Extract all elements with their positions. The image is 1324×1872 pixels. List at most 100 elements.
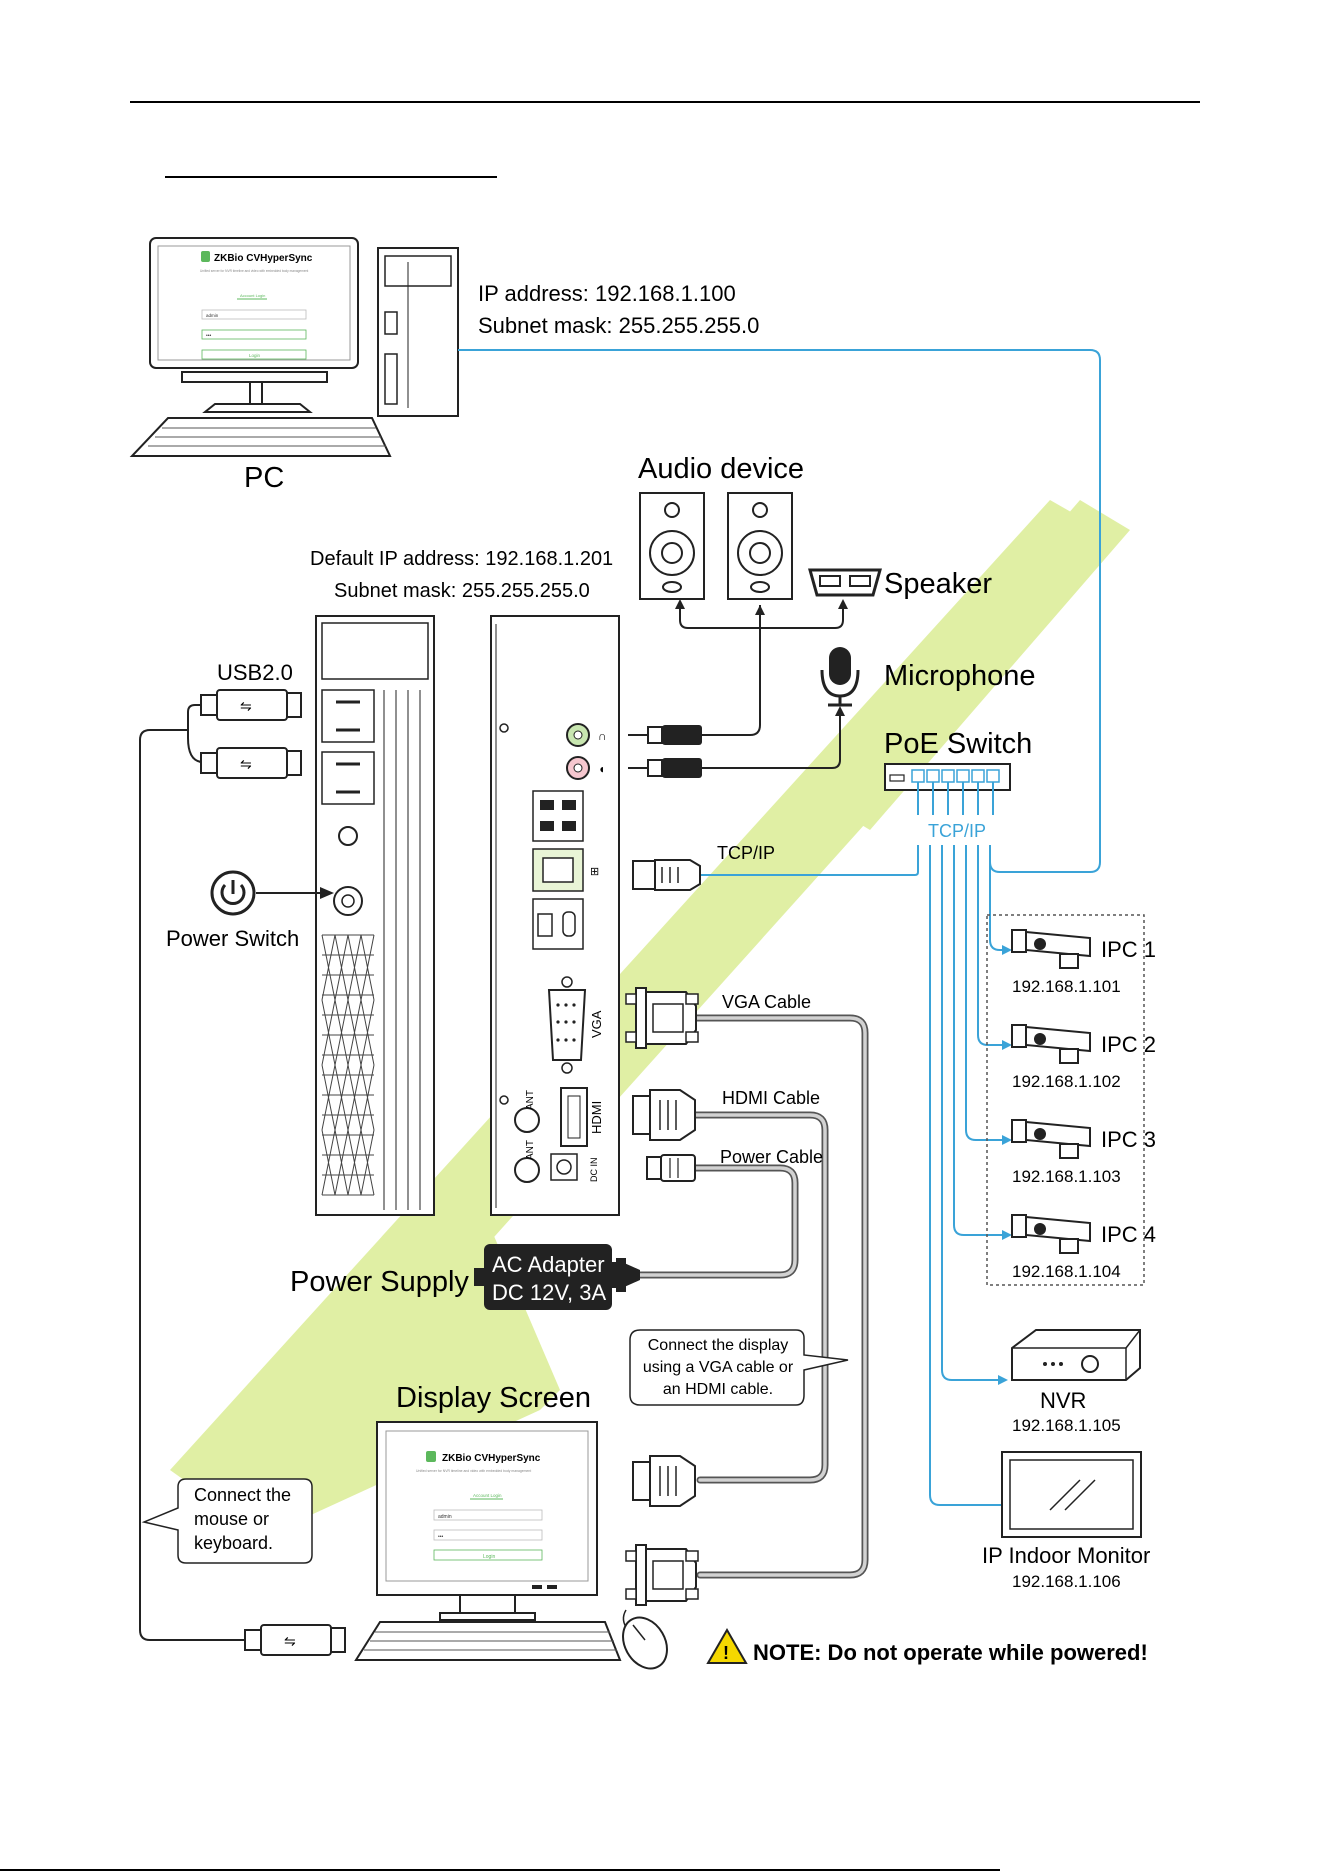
ethernet-plug [632, 859, 701, 891]
display-screen-tab: Account Login [473, 1493, 502, 1498]
ipc-camera-icon [1011, 1214, 1091, 1254]
usb-plug-keyboard: ⇋ [244, 1624, 346, 1656]
ac-adapter-line2: DC 12V, 3A [492, 1280, 606, 1305]
usb-cable [139, 729, 245, 1641]
pc-screen-tab: Account Login [240, 293, 265, 298]
pc-screen-brand: ZKBio CVHyperSync [214, 253, 313, 264]
hdmi-plug-display [632, 1455, 696, 1507]
ipc-ip: 192.168.1.103 [1012, 1167, 1121, 1186]
display-callout-line3: an HDMI cable. [663, 1381, 773, 1398]
mic-icon: ◖ [598, 762, 605, 776]
mouse-callout-line3: keyboard. [194, 1533, 273, 1553]
grey-cable-fills [638, 1016, 867, 1577]
front-usb-port [321, 689, 375, 743]
ac-adapter [484, 1244, 612, 1310]
display-screen-password: ••• [438, 1534, 444, 1540]
antenna-label-2: ANT [525, 1140, 536, 1160]
pc-screen-login-button [201, 349, 307, 360]
indoor-monitor-icon [1001, 1451, 1142, 1538]
pc-screen-login-label: Login [249, 353, 261, 358]
microphone-label: Microphone [884, 660, 1036, 692]
front-usb-port [321, 751, 375, 805]
poe-branch-cables [700, 845, 1010, 1506]
usb-plug-2: ⇋ [200, 747, 302, 779]
display-callout [629, 1329, 849, 1406]
device-subnet-mask: Subnet mask: 255.255.255.0 [334, 580, 590, 602]
nvr-name: NVR [1040, 1388, 1086, 1413]
device-rear-panel: ∩ ◖ ⊞ VGA HDMI ANT ANT DC IN [490, 615, 620, 1216]
vga-port-label: VGA [589, 1010, 604, 1038]
ac-adapter-line1: AC Adapter [492, 1252, 605, 1277]
nvr-icon [1011, 1329, 1141, 1381]
ipc-ip: 192.168.1.104 [1012, 1262, 1121, 1281]
power-icon [210, 870, 256, 916]
ipc-ip: 192.168.1.102 [1012, 1072, 1121, 1091]
headphone-icon: ∩ [598, 729, 607, 743]
vga-cable-label: VGA Cable [722, 992, 811, 1012]
mouse-icon [622, 1609, 668, 1670]
mouse-callout-line1: Connect the [194, 1485, 291, 1505]
ceiling-speaker-icon [808, 568, 882, 597]
device-ip-address: Default IP address: 192.168.1.201 [310, 548, 613, 570]
ipc-camera-icon [1011, 1119, 1091, 1159]
usb-label: USB2.0 [217, 660, 293, 685]
network-icon: ⊞ [590, 866, 599, 878]
svg-text:!: ! [723, 1643, 729, 1663]
pc-screen-password-field [201, 329, 307, 340]
ipc-name: IPC 2 [1101, 1032, 1156, 1057]
mouse-callout-line2: mouse or [194, 1509, 269, 1529]
usb-icon: ⇋ [240, 698, 252, 714]
pc-tower [377, 247, 459, 417]
audio-device-title: Audio device [638, 453, 804, 485]
speaker-left [639, 492, 705, 600]
indoor-monitor-name: IP Indoor Monitor [982, 1543, 1150, 1568]
pc-ip-address: IP address: 192.168.1.100 [478, 281, 736, 306]
warning-icon: ! [706, 1627, 748, 1664]
poe-switch-title: PoE Switch [884, 728, 1032, 760]
poe-tcpip-label: TCP/IP [928, 821, 986, 841]
microphone-audio-cable [700, 712, 841, 769]
tcpip-cable-label: TCP/IP [717, 843, 775, 863]
ipc-camera-icon [1011, 1024, 1091, 1064]
ipc-ip: 192.168.1.101 [1012, 977, 1121, 996]
display-screen-brand: ZKBio CVHyperSync [442, 1453, 541, 1464]
display-screen-login: Login [483, 1554, 495, 1560]
pc-monitor: ZKBio CVHyperSync Unified server for NVR… [149, 237, 359, 413]
hdmi-cable-label: HDMI Cable [722, 1088, 820, 1108]
rear-usb3-ports [532, 790, 584, 842]
usb-icon: ⇋ [284, 1633, 296, 1649]
pc-screen-password: ••• [206, 333, 212, 339]
pc-keyboard [129, 417, 392, 457]
power-plug-device [646, 1154, 696, 1182]
audio-plug-mic [628, 758, 702, 778]
speaker-right [727, 492, 793, 600]
pc-screen-user: admin [206, 313, 219, 318]
ipc-name: IPC 4 [1101, 1222, 1156, 1247]
display-callout-line1: Connect the display [648, 1337, 789, 1354]
pc-screen-user-field [201, 309, 307, 320]
power-switch-label: Power Switch [166, 926, 299, 951]
indoor-monitor-ip: 192.168.1.106 [1012, 1572, 1121, 1591]
usb-icon: ⇋ [240, 756, 252, 772]
audio-plug-headphone [628, 725, 702, 745]
dc-in-label: DC IN [589, 1158, 599, 1183]
speaker-audio-cable [700, 605, 761, 736]
speaker-label: Speaker [884, 568, 992, 600]
ipc-name: IPC 3 [1101, 1127, 1156, 1152]
nvr-ip: 192.168.1.105 [1012, 1416, 1121, 1435]
display-monitor: ZKBio CVHyperSync Unified server for NVR… [376, 1421, 598, 1621]
vga-plug-device [625, 987, 699, 1049]
pc-network-cable [458, 349, 1101, 873]
pc-subnet-mask: Subnet mask: 255.255.255.0 [478, 313, 759, 338]
antenna-label-1: ANT [525, 1090, 536, 1110]
display-callout-line2: using a VGA cable or [643, 1359, 794, 1376]
ipc-group-box [986, 914, 1145, 1286]
display-shield-icon [426, 1451, 436, 1462]
microphone-icon [820, 647, 860, 707]
hdmi-port-label: HDMI [589, 1101, 604, 1134]
display-screen-subtitle: Unified server for NVR timeline and vide… [416, 1469, 531, 1473]
pc-label: PC [244, 462, 284, 494]
display-screen-title: Display Screen [396, 1382, 591, 1414]
